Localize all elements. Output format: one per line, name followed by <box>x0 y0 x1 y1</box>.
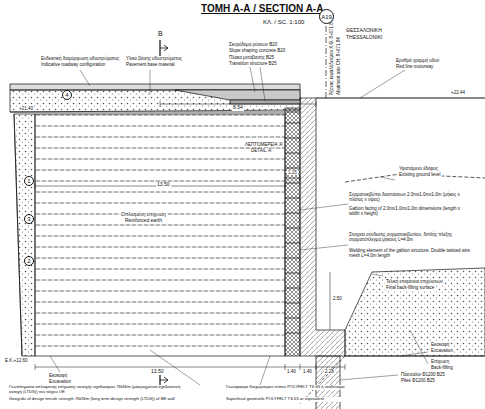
annotation: Excavation <box>48 379 72 384</box>
annotation: DETAIL 'A' <box>250 148 273 153</box>
annotation: Welding element of the gabion structure.… <box>348 248 478 258</box>
callout-circle: A19 <box>319 9 334 24</box>
callout-number: 2 <box>27 258 30 264</box>
annotation: Ενδεικτική διαμόρφωση οδοστρώματος <box>40 56 120 61</box>
annotation: Reinforced earth <box>124 218 163 224</box>
annotation: Πάσσαλοι Φ1200 B25 <box>400 372 446 377</box>
annotation: 1.40 <box>286 369 297 374</box>
annotation: Οπλισμένη επίχωση <box>120 212 167 218</box>
annotation: +22.44 <box>450 90 466 95</box>
callout-number: 4 <box>65 92 68 98</box>
annotation: 13.50 <box>150 369 165 375</box>
annotation: Πλάκα μετάβασης B25 <box>228 55 275 60</box>
annotation: Superficial geotextile POLYFELT TS 65 or… <box>225 397 347 402</box>
callout-number: 3 <box>27 216 30 222</box>
annotation: Geogrids of design tensile strength 76kN… <box>8 397 210 402</box>
annotation: 2.50 <box>332 296 343 301</box>
annotation: Υλικό βάσης οδοστρώματος <box>125 56 183 61</box>
annotation: Συρματοκιβώτιο διαστάσεων 2.0mx1.0mx1.0m… <box>348 192 468 202</box>
annotation: Γεωύφασμα διαχωρισμού τύπου POLYFELT TS … <box>225 385 347 390</box>
callout-number: A19 <box>321 14 332 20</box>
annotation: B <box>157 30 164 38</box>
annotation: Τελική επιφάνεια επιχώσεων <box>385 279 444 284</box>
annotation: 1.15 <box>287 170 298 175</box>
annotation: Εκσκαφή <box>430 342 450 347</box>
annotation: Στοιχεία σύνδεσης συρματοκιβωτίου, διπλή… <box>348 232 478 242</box>
callout-circle: 1 <box>24 176 34 186</box>
annotation: Indicative roadway configuration <box>40 62 106 67</box>
annotation: ΚΛ. / SC. 1:100 <box>262 19 305 26</box>
annotation: 13.50 <box>156 182 171 188</box>
annotation: Pavement base material <box>125 62 176 67</box>
annotation: Abutment axis CH. 8+671.84 <box>336 36 341 96</box>
annotation: 1.46 <box>302 369 313 374</box>
annotation: Άξονας κεφαλόδεσμου Χ.Θ. 8+671.84 <box>329 19 334 96</box>
annotation: ΛΕΠΤΟΜΕΡΕΙΑ 'Α' <box>244 142 284 147</box>
annotation: Existing ground level <box>398 172 442 177</box>
annotation: Γεωπλέγματα οπλισμένης επίχωσης αντοχής … <box>8 385 195 395</box>
annotation: Gabion facing of 2.0mx1.0mx1.0m dimensio… <box>348 206 468 216</box>
annotation: Ερυθρά γραμμή οδού <box>395 58 440 63</box>
annotation: Final back-filling surface <box>385 285 435 290</box>
annotation: Σκυρόδεμα ρύσεων B20 <box>228 42 278 47</box>
annotation: Piles Φ1200 B25 <box>400 378 436 383</box>
annotation: Ε.Κ.+12.60 <box>4 358 28 363</box>
annotation: Εκσκαφή <box>48 373 68 378</box>
annotation: THESSALONIKI <box>345 35 383 41</box>
drawing-title: ΤΟΜΗ Α-Α / SECTION A-A <box>200 3 324 15</box>
annotation: Transition structure B25 <box>228 61 278 66</box>
annotation: Excavation <box>430 348 454 353</box>
annotation: 2.28 <box>324 369 335 374</box>
annotation: Υφιστάμενο έδαφος <box>398 166 439 171</box>
annotation: 8.54 <box>232 105 244 111</box>
callout-circle: 3 <box>24 214 34 224</box>
annotation: +21.40 <box>18 106 34 111</box>
annotation: Slope shaping concrete B20 <box>228 48 286 53</box>
annotation: Red line motorway <box>395 64 434 69</box>
callout-number: 1 <box>27 178 30 184</box>
callout-circle: 4 <box>62 90 72 100</box>
annotation: Επίχωση <box>430 359 450 364</box>
structure <box>10 26 485 409</box>
callout-circle: 2 <box>24 256 34 266</box>
annotation: ΘΕΣΣΑΛΟΝΙΚΗ <box>345 28 383 34</box>
annotation: Back-filling <box>430 365 454 370</box>
